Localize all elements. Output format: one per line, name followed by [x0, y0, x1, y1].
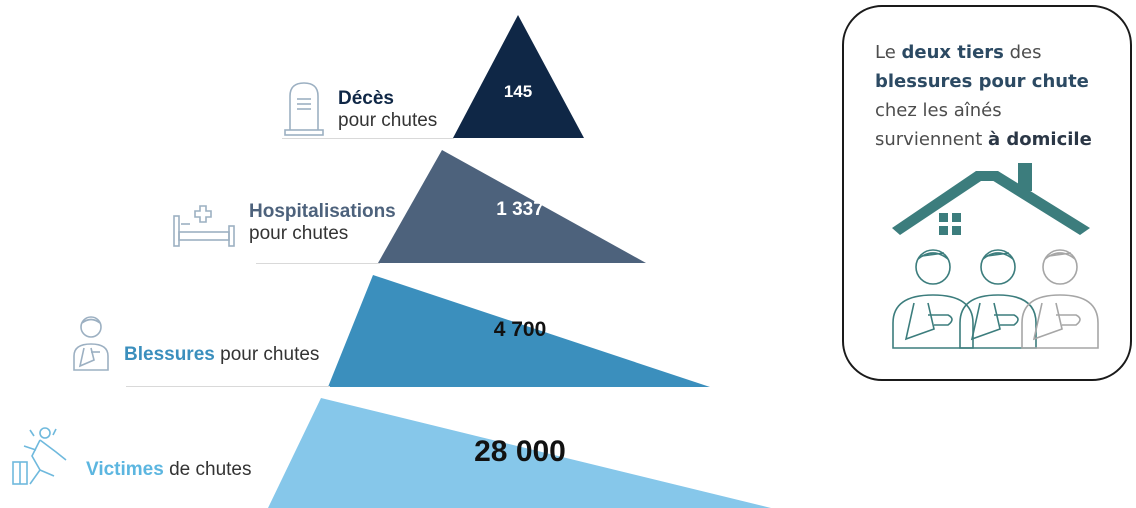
senior-person-icon: [959, 249, 1037, 349]
label-hospitalisations: Hospitalisations pour chutes: [249, 201, 396, 245]
label-blessures-keyword: Blessures: [124, 344, 215, 365]
separator-line-deces: [282, 138, 454, 139]
callout-text: Le deux tiers des blessures pour chute c…: [875, 38, 1130, 154]
callout-box: Le deux tiers des blessures pour chute c…: [842, 5, 1132, 381]
senior-person-icon: [892, 249, 974, 349]
pyramid-tier-deces: [453, 15, 584, 138]
label-victimes-rest: de chutes: [163, 459, 252, 480]
pyramid-tier-blessures: [328, 275, 710, 387]
callout-text-3: des: [1003, 42, 1042, 63]
label-hospitalisations-rest: pour chutes: [249, 223, 349, 244]
callout-text-5: chez les aînés: [875, 100, 1002, 121]
house-icon: [892, 163, 1090, 235]
separator-line-blessures: [126, 386, 330, 387]
callout-text-1: Le: [875, 42, 902, 63]
value-blessures: 4 700: [493, 318, 547, 341]
callout-text-6: surviennent: [875, 129, 988, 150]
value-deces: 145: [503, 82, 533, 101]
callout-highlight-blessures: blessures pour chute: [875, 71, 1089, 92]
label-blessures-rest: pour chutes: [214, 344, 320, 365]
label-hospitalisations-keyword: Hospitalisations: [249, 201, 396, 222]
falling-person-icon: [12, 427, 67, 485]
injured-person-icon: [73, 316, 109, 371]
label-deces-rest: pour chutes: [338, 110, 438, 131]
house-with-seniors-icon: [892, 163, 1099, 349]
tombstone-icon: [284, 82, 324, 136]
hospital-bed-icon: [173, 205, 235, 247]
separator-line-hospitalisations: [256, 263, 380, 264]
callout-highlight-domicile: à domicile: [988, 129, 1092, 150]
label-deces-keyword: Décès: [338, 88, 394, 109]
label-blessures: Blessures pour chutes: [124, 344, 319, 366]
label-victimes: Victimes de chutes: [86, 459, 251, 481]
callout-highlight-deux-tiers: deux tiers: [901, 42, 1004, 63]
value-victimes: 28 000: [474, 435, 566, 468]
value-hospitalisations: 1 337: [496, 199, 544, 220]
pyramid-tier-victimes: [268, 398, 771, 508]
senior-person-icon: [1021, 249, 1099, 349]
label-deces: Décès pour chutes: [338, 88, 437, 132]
label-victimes-keyword: Victimes: [86, 459, 164, 480]
pyramid-tier-hospitalisations: [378, 150, 646, 263]
